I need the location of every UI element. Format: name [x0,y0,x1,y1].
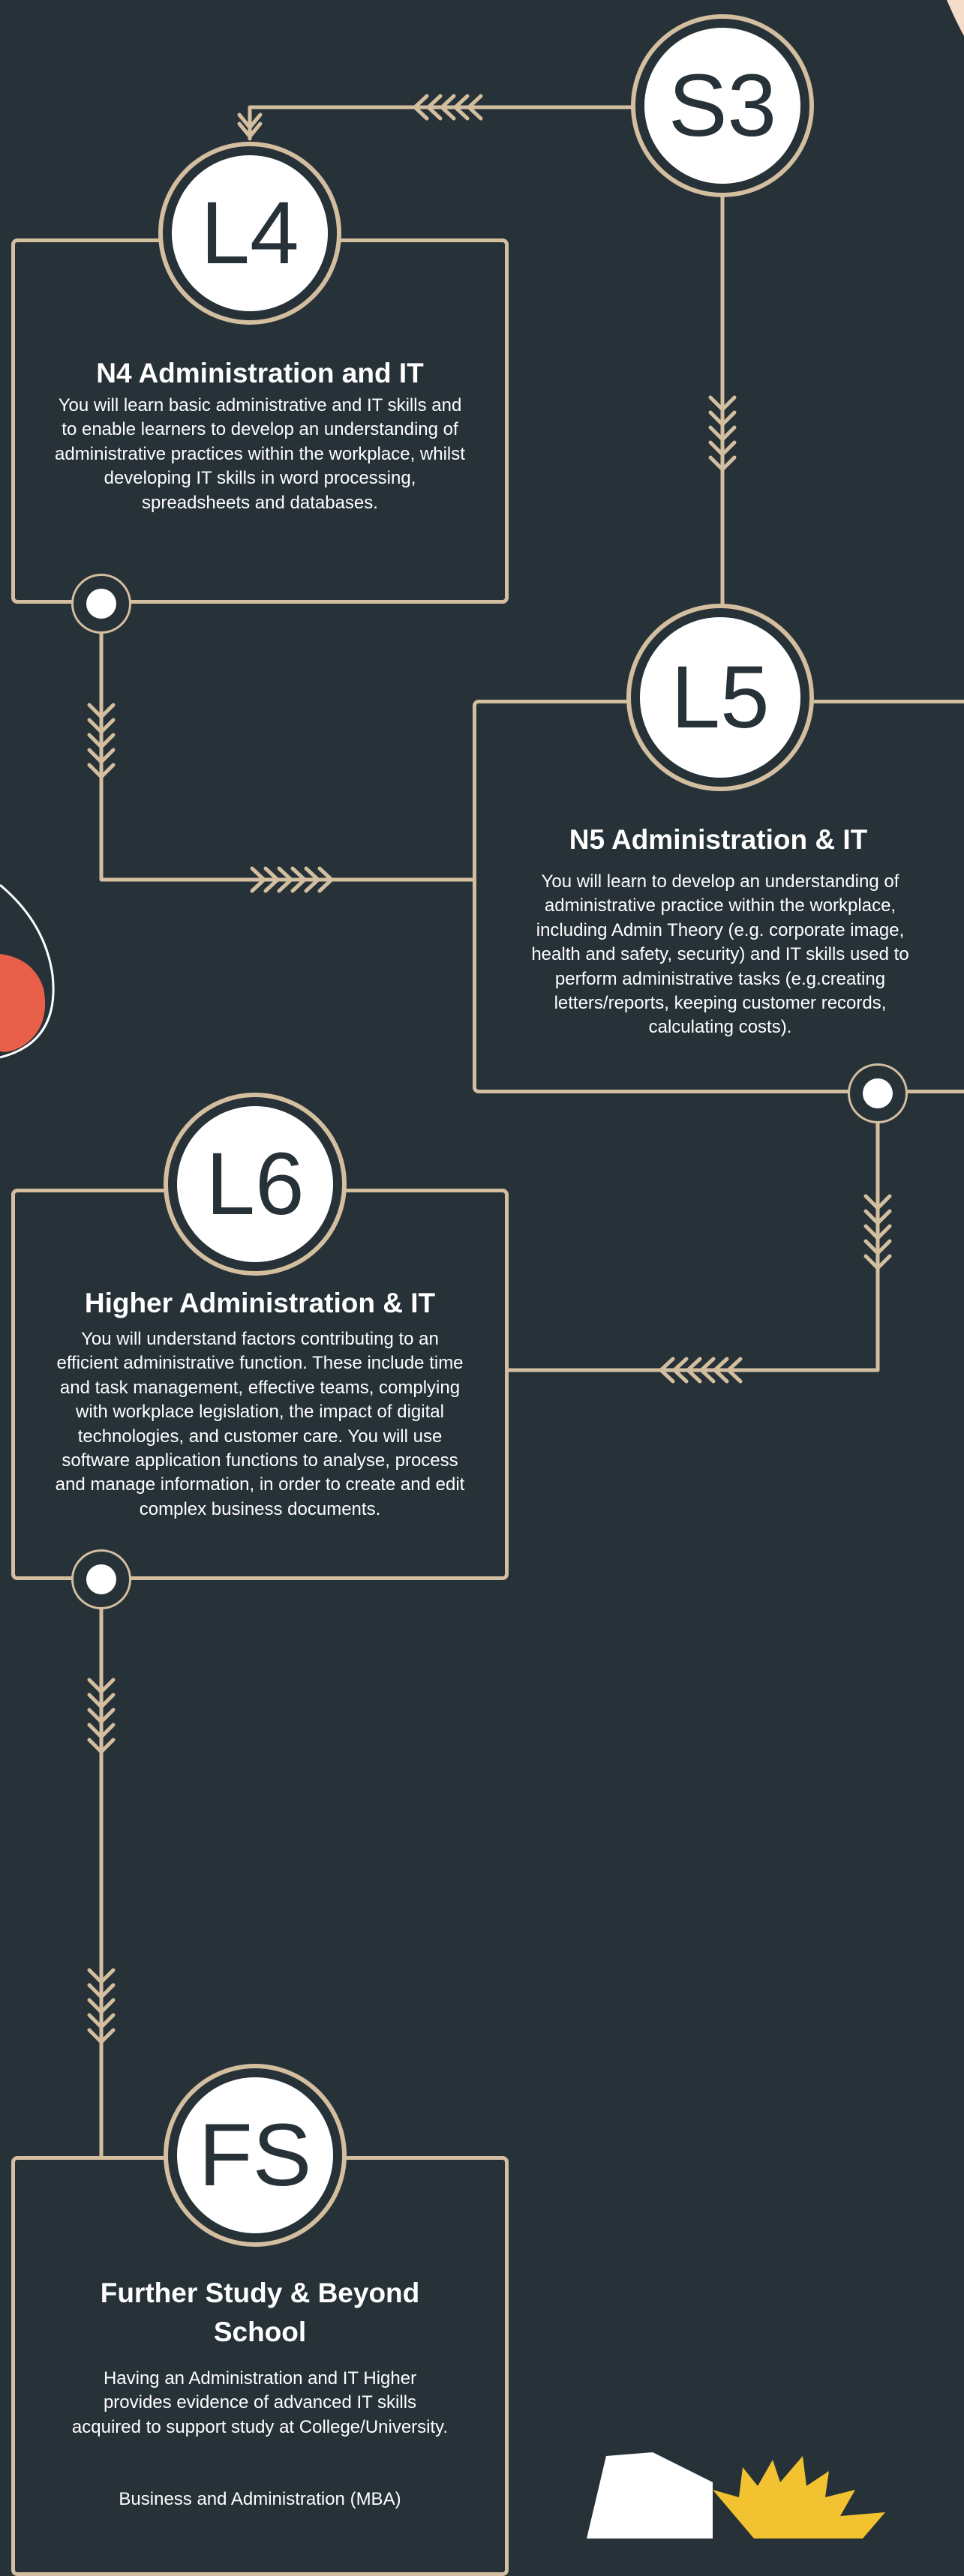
chevrons-right-l5 [250,866,334,893]
chevrons-down-l4 [87,703,116,779]
decorative-peach-shape [947,0,964,36]
badge-l6: L6 [164,1093,347,1276]
chevrons-down-l5 [863,1194,892,1270]
card-title: N4 Administration and IT [96,358,424,388]
card-n4: N4 Administration and IT You will learn … [11,238,509,604]
card-title: Further Study & Beyond School [100,2278,420,2347]
badge-label: L6 [177,1106,333,1262]
decorative-sun-shape [713,2456,885,2539]
connector-l5-higher [506,1119,880,1372]
badge-label: L5 [640,617,800,778]
badge-s3: S3 [631,14,814,197]
card-description: Having an Administration and IT Higher p… [71,2368,449,2437]
decorative-white-stroke [0,883,55,1059]
chevrons-left-top [413,94,483,121]
node-dot [86,1564,116,1594]
connector-l4-l5 [99,601,476,882]
node-dot [86,589,116,619]
chevrons-down-higher-1 [87,1678,116,1754]
card-higher: Higher Administration & IT You will unde… [11,1189,509,1580]
arrowhead-l4 [237,121,263,139]
decorative-white-shape [587,2452,713,2539]
badge-fs: FS [164,2064,347,2247]
card-extra-line: Business and Administration (MBA) [119,2489,401,2509]
badge-label: FS [177,2077,333,2233]
connector-s3-l4 [248,105,636,141]
node-l4 [71,574,131,634]
badge-label: S3 [644,28,800,184]
node-dot [863,1078,893,1108]
card-description: You will learn to develop an understandi… [531,871,909,1038]
node-higher [71,1549,131,1609]
card-description: You will understand factors contributing… [55,1329,465,1519]
badge-label: L4 [172,155,328,311]
card-title: Higher Administration & IT [84,1288,436,1318]
chevrons-left-higher [659,1357,743,1384]
card-description: You will learn basic administrative and … [55,395,465,513]
node-l5 [848,1063,908,1123]
badge-l4: L4 [158,142,341,325]
chevrons-down-higher-2 [87,1968,116,2044]
card-title: N5 Administration & IT [569,824,868,855]
decorative-coral-blob [0,954,46,1052]
badge-l5: L5 [626,604,814,791]
card-n5: N5 Administration & IT You will learn to… [473,700,964,1093]
chevrons-down-s3 [708,395,737,472]
